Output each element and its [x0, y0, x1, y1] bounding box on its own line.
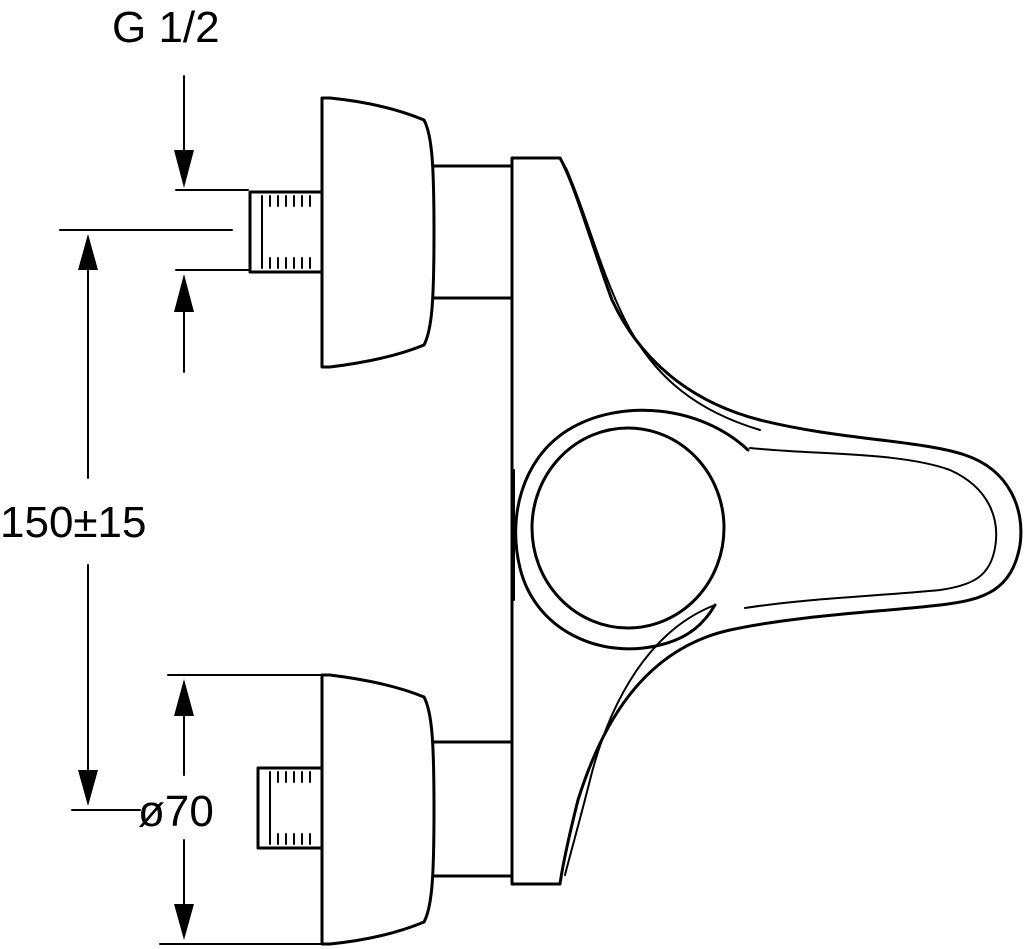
- diameter-label: ø70: [138, 787, 214, 836]
- center-distance-arrow-down: [78, 770, 98, 806]
- top-escutcheon: [320, 96, 436, 369]
- center-distance-dimension: 150±15: [0, 229, 233, 811]
- bottom-thread-hatch: [269, 771, 311, 845]
- bottom-connection: [256, 673, 512, 946]
- bottom-thread-stub: [256, 766, 324, 850]
- diameter-dimension: ø70: [138, 674, 323, 945]
- thread-dimension: G 1/2: [112, 3, 249, 373]
- bottom-connector-pipe: [432, 740, 512, 878]
- top-connection: [248, 96, 512, 369]
- lever-grip-ring-inner: [530, 426, 726, 630]
- center-distance-label: 150±15: [0, 498, 147, 547]
- mixer-body: [510, 156, 1023, 886]
- lever-inner-contour: [564, 167, 998, 876]
- bottom-escutcheon: [320, 673, 436, 946]
- top-thread-stub: [248, 190, 324, 274]
- thread-arrow-up: [174, 274, 194, 312]
- mixer-body-outline: [510, 156, 1023, 886]
- center-distance-arrow-up: [78, 234, 98, 270]
- diameter-arrow-up: [174, 679, 194, 716]
- lever-grip-ring-outer: [514, 408, 750, 651]
- diameter-arrow-down: [174, 904, 194, 940]
- thread-arrow-down: [174, 150, 194, 188]
- thread-dimension-label: G 1/2: [112, 3, 220, 52]
- top-thread-hatch: [261, 195, 311, 269]
- top-connector-pipe: [432, 164, 512, 300]
